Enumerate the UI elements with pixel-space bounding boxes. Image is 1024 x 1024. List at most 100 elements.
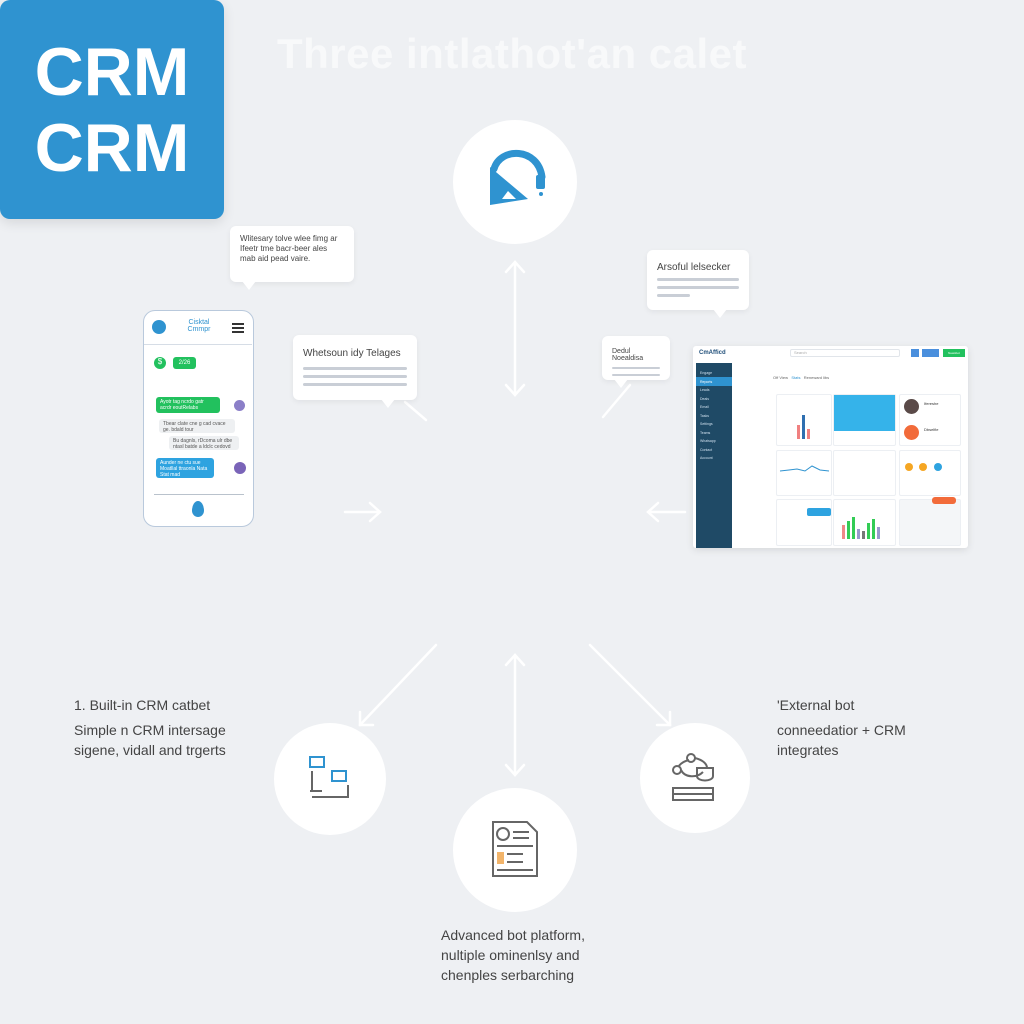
- tooltip: [807, 508, 831, 516]
- app-logo-icon: [152, 320, 166, 334]
- sidebar-item[interactable]: Deals: [700, 396, 709, 401]
- sidebar-item[interactable]: Contact: [700, 447, 713, 452]
- tab[interactable]: Reneward libs: [803, 375, 830, 380]
- callout-text: Wlitesary tolve wlee fimg ar Ifeetr tme …: [240, 234, 338, 263]
- advanced-platform-node[interactable]: [453, 788, 577, 912]
- bars-card: [833, 499, 896, 546]
- chat-bubbles-icon: [309, 756, 349, 798]
- callout-top-right: Arsoful lelsecker: [647, 250, 749, 318]
- app-name: Cisktal Cmmpr: [187, 319, 211, 333]
- bar: [807, 429, 810, 439]
- bar-chart-card: [776, 394, 832, 446]
- callout-text: Arsoful lelsecker: [657, 262, 731, 273]
- message-bubble: Tbear clate cne g cad cvace ge. bdald to…: [159, 419, 235, 433]
- bar: [802, 415, 805, 439]
- divider: [144, 344, 252, 345]
- bar: [857, 529, 860, 539]
- sidebar-item[interactable]: Email: [700, 405, 709, 409]
- table-card: [899, 497, 961, 546]
- message-bubble: Ayotr tag ncrdo gatr acrdr eoutRelabs: [156, 397, 220, 413]
- caption-line: Advanced bot platform,: [441, 927, 585, 943]
- sidebar-item[interactable]: Teams: [700, 430, 711, 435]
- divider: [154, 494, 244, 495]
- bar: [862, 531, 865, 539]
- profile-name: Dbselfie: [924, 427, 939, 432]
- sidebar-item[interactable]: Tasks: [700, 413, 709, 418]
- menu-icon[interactable]: [232, 323, 244, 325]
- sidebar-item[interactable]: Reports: [700, 379, 713, 384]
- caption-external: 'External bot conneedatior + CRM integra…: [777, 695, 906, 760]
- bar: [877, 527, 880, 539]
- avatar: [904, 425, 919, 440]
- bar: [852, 517, 855, 539]
- bar: [847, 521, 850, 539]
- orange-button[interactable]: [932, 497, 956, 504]
- tab[interactable]: Off View: [773, 375, 788, 380]
- network-stack-icon: [672, 753, 714, 801]
- callout-text: Whetsoun idy Telages: [303, 348, 401, 359]
- tab[interactable]: Stats: [791, 375, 801, 380]
- message-bubble: Bu dagnls, rDcoma ulr dbe ntasl batde a …: [169, 436, 239, 450]
- headset-node[interactable]: [453, 120, 577, 244]
- callout-left: Whetsoun idy Telages: [293, 335, 417, 408]
- avatar: [234, 462, 246, 474]
- caption-line: nultiple ominenlsy and: [441, 947, 580, 963]
- caption-builtin: 1. Built-in CRM catbet Simple n CRM inte…: [74, 695, 226, 760]
- sidebar-item[interactable]: Settings: [700, 422, 713, 426]
- sidebar-item[interactable]: Whatsapp: [700, 439, 716, 443]
- badge-icon: [919, 463, 927, 471]
- avatar: [234, 400, 245, 411]
- caption-line: Simple n CRM intersage: [74, 722, 226, 738]
- message-bubble: Aunder ne ctu sue Moatllal ttraonla Nata…: [156, 458, 214, 478]
- caption-line: chenples serbarching: [441, 967, 575, 983]
- callout-text: Dedul Noealdisa: [612, 348, 644, 362]
- caption-title: 1. Built-in CRM catbet: [74, 697, 211, 713]
- bar: [872, 519, 875, 539]
- badge-icon: [934, 463, 942, 471]
- page-title: Three intlathot'an calet: [276, 30, 748, 77]
- new-button[interactable]: Newsbot: [943, 349, 965, 357]
- badge-icon: [905, 463, 913, 471]
- caption-line: conneedatior + CRM: [777, 722, 906, 738]
- chart-area: [834, 395, 895, 431]
- crm-center-box[interactable]: CRM CRM: [0, 0, 224, 219]
- avatar: [904, 399, 919, 414]
- profile-name: Ifereshe: [924, 401, 939, 406]
- caption-title: 'External bot: [777, 697, 855, 713]
- tabs[interactable]: Off View Stats Reneward libs: [773, 375, 829, 380]
- builtin-bot-node[interactable]: [274, 723, 386, 835]
- dashboard-brand: CmAfficd: [699, 350, 726, 356]
- list-card: [833, 450, 896, 496]
- sidebar-item[interactable]: Account: [700, 456, 713, 460]
- headset-icon: [490, 150, 546, 205]
- arrow-bottom-left: [358, 643, 438, 727]
- trend-card: [776, 450, 832, 496]
- search-input[interactable]: Search: [790, 349, 900, 357]
- sidebar-item[interactable]: Engage: [700, 371, 713, 375]
- chip[interactable]: 2/26: [173, 357, 196, 369]
- line-chart-card: [833, 394, 896, 446]
- document-icon: [492, 821, 538, 877]
- caption-advanced: Advanced bot platform, nultiple ominenls…: [441, 925, 585, 985]
- callout-top-left: Wlitesary tolve wlee fimg ar Ifeetr tme …: [230, 226, 354, 290]
- arrow-bottom-right: [588, 643, 672, 727]
- callout-right: Dedul Noealdisa: [602, 336, 670, 388]
- profiles-card: Ifereshe Dbselfie: [899, 394, 961, 446]
- external-bot-node[interactable]: [640, 723, 750, 833]
- crm-label-2: CRM: [34, 109, 190, 186]
- bar: [842, 525, 845, 539]
- blue-button[interactable]: [922, 349, 939, 357]
- drop-icon[interactable]: [192, 501, 204, 517]
- dollar-icon: $: [154, 357, 166, 369]
- bar: [797, 425, 800, 439]
- crm-label-1: CRM: [34, 33, 190, 110]
- flag-button[interactable]: [911, 349, 919, 357]
- sidebar-item[interactable]: Leads: [700, 388, 710, 392]
- sidebar-active-highlight: [696, 377, 732, 386]
- tasks-card: [776, 499, 832, 546]
- trend-line: [779, 465, 830, 472]
